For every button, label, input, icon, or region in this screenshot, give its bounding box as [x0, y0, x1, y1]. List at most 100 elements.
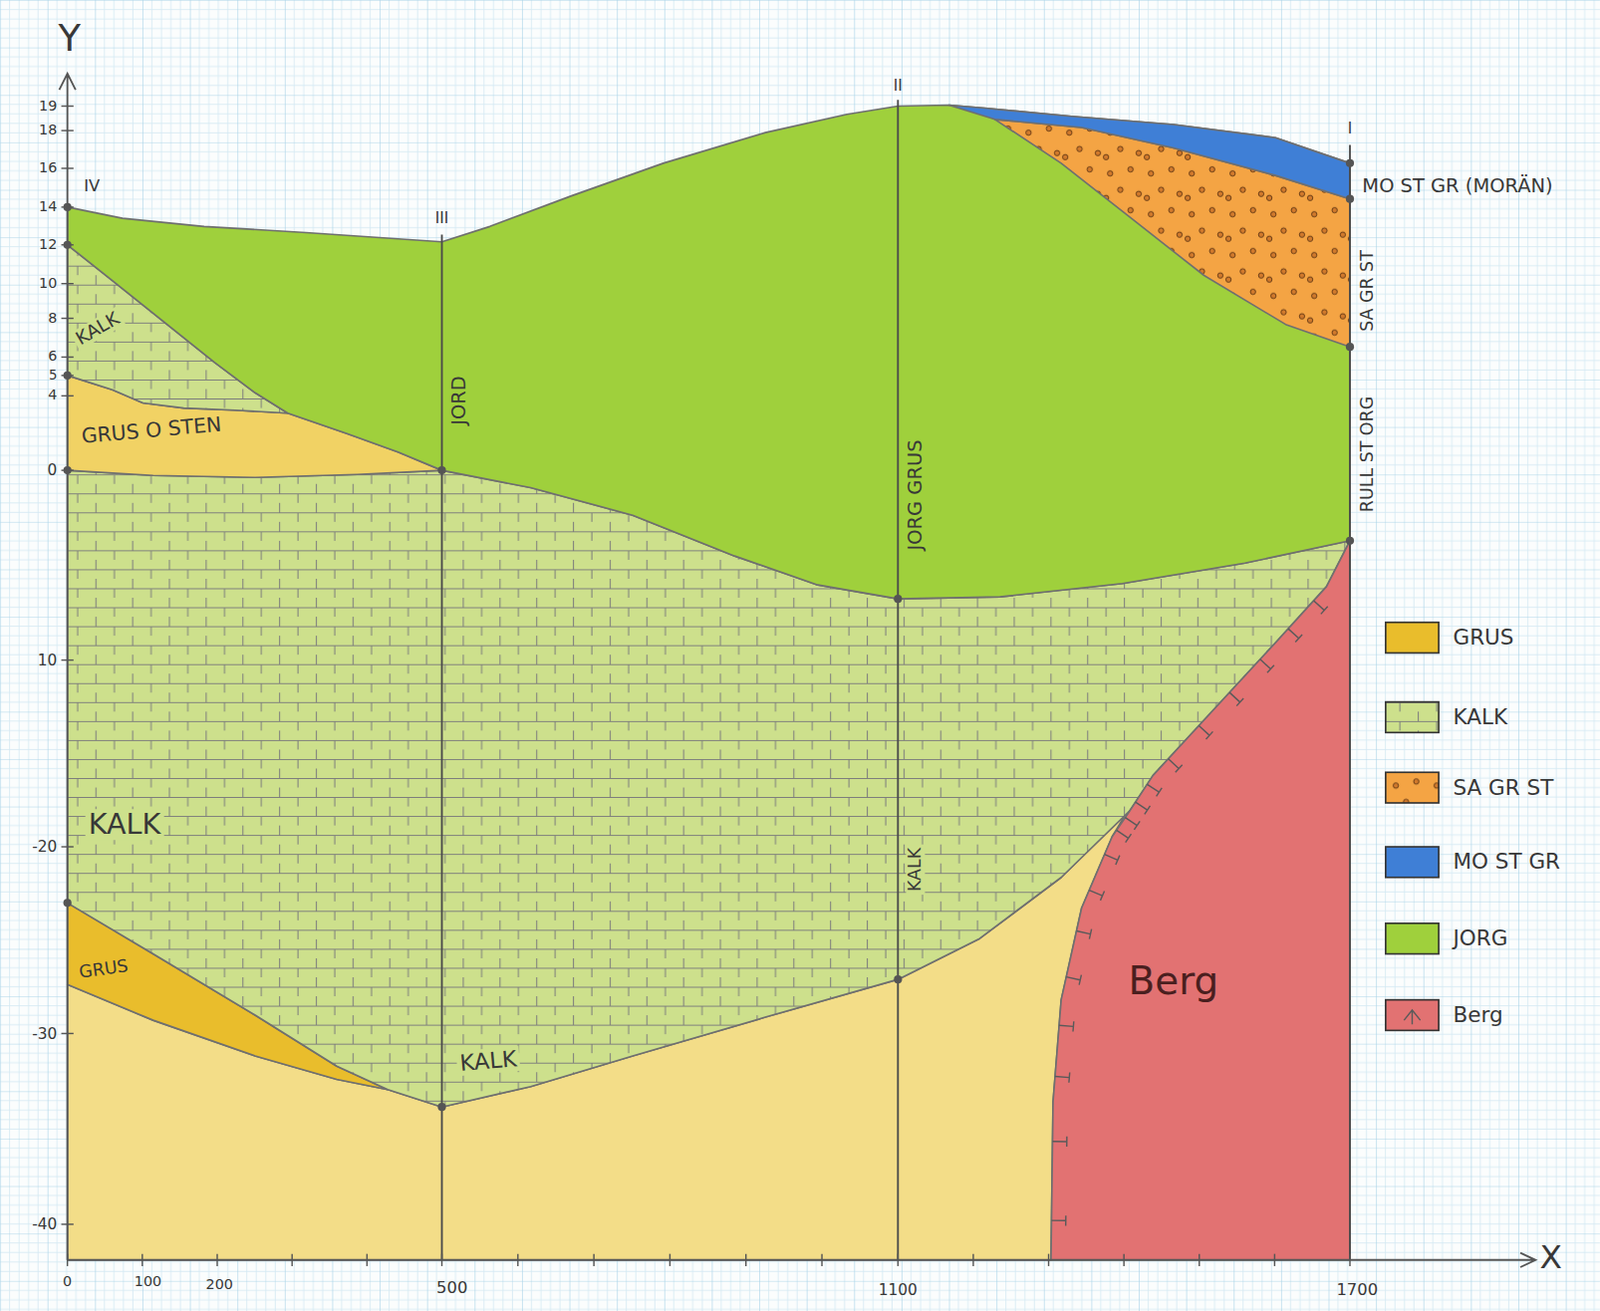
- contact-dot: [1345, 536, 1354, 545]
- bedrock-tick: [1052, 1136, 1067, 1147]
- x-axis: [67, 1253, 1537, 1268]
- y-value: 12: [38, 237, 57, 254]
- x-value: 200: [206, 1277, 234, 1294]
- x-tick: [745, 1254, 747, 1267]
- y-tick: [61, 659, 74, 661]
- bedrock-tick: [1055, 1071, 1070, 1082]
- legend-text: GRUS: [1453, 625, 1515, 650]
- y-value: 6: [47, 349, 57, 366]
- x-tick: [290, 1254, 292, 1267]
- y-value: 5: [48, 368, 57, 384]
- contact-dot: [1345, 195, 1354, 204]
- layer-label: Berg: [1128, 960, 1220, 1004]
- legend-text: JORG: [1453, 926, 1509, 951]
- bedrock-tick: [1198, 725, 1213, 739]
- bedrock-tick: [1146, 784, 1162, 797]
- y-tick: [61, 317, 74, 319]
- y-tick: [61, 105, 74, 107]
- legend-text: SA GR ST: [1453, 776, 1555, 800]
- moraine-layer: [949, 104, 1350, 199]
- x-value: 0: [62, 1275, 72, 1292]
- y-value: 19: [38, 98, 57, 115]
- y-tick: [61, 1223, 74, 1225]
- layer-label: RULL ST ORG: [1358, 396, 1378, 513]
- y-value: 16: [38, 160, 57, 177]
- layer-label: KALK: [905, 844, 925, 895]
- bedrock-tick: [1059, 1021, 1074, 1032]
- legend: [1385, 622, 1439, 1032]
- soil-layer: [67, 104, 1350, 599]
- y-tick: [61, 167, 74, 169]
- y-value: 8: [47, 310, 57, 327]
- bedrock-tick: [1124, 817, 1140, 830]
- contact-dot: [893, 594, 902, 603]
- bedrock-tick: [1076, 929, 1092, 940]
- x-tick: [1048, 1254, 1050, 1267]
- bedrock-tick: [1260, 659, 1275, 673]
- x-tick: [1198, 1254, 1200, 1267]
- legend-swatch: [1385, 1000, 1439, 1032]
- x-value: 1700: [1335, 1281, 1378, 1300]
- x-tick: [366, 1254, 368, 1267]
- y-value: 0: [47, 462, 58, 480]
- y-value: 4: [47, 388, 57, 405]
- contact-dot: [437, 1102, 446, 1111]
- x-value: 100: [134, 1275, 162, 1292]
- x-tick: [141, 1254, 143, 1267]
- axes: [58, 73, 1536, 1268]
- borehole-number: III: [435, 210, 450, 228]
- contact-dot: [1345, 342, 1354, 351]
- y-value: -30: [31, 1025, 57, 1043]
- borehole-line: [896, 99, 899, 1260]
- layer-label: KALK: [85, 808, 165, 841]
- y-tick: [61, 395, 74, 397]
- bedrock-tick: [1168, 759, 1183, 773]
- bedrock-tick: [1314, 600, 1329, 614]
- x-tick: [820, 1254, 822, 1267]
- bedrock-tick: [1051, 1215, 1066, 1226]
- legend-swatch: [1385, 923, 1439, 955]
- contact-dot: [437, 466, 446, 475]
- contact-dot: [63, 241, 72, 250]
- bedrock-tick: [1229, 692, 1244, 706]
- x-tick: [517, 1254, 519, 1267]
- axis-name: Y: [57, 18, 81, 60]
- legend-text: KALK: [1453, 705, 1509, 730]
- x-tick: [897, 1254, 899, 1267]
- borehole-number: I: [1347, 120, 1353, 138]
- bedrock-tick: [1116, 829, 1132, 842]
- y-tick: [61, 845, 74, 847]
- legend-swatch: [1385, 622, 1439, 654]
- bedrock-tick: [1288, 628, 1303, 642]
- bedrock-tick: [1135, 801, 1151, 814]
- contact-dot: [63, 203, 72, 212]
- contact-dot: [893, 975, 902, 984]
- axis-name: X: [1540, 1239, 1563, 1276]
- bedrock: [1051, 540, 1350, 1261]
- legend-swatch: [1385, 846, 1439, 878]
- legend-text: Berg: [1453, 1003, 1504, 1028]
- bedrock-ticks: [1051, 600, 1328, 1226]
- legend-text: MO ST GR: [1453, 850, 1562, 875]
- y-value: -40: [31, 1216, 57, 1234]
- y-value: 18: [38, 122, 57, 139]
- y-tick: [61, 1033, 74, 1035]
- x-tick: [441, 1254, 443, 1267]
- layer-label: JORD: [448, 375, 470, 426]
- x-value: 500: [436, 1279, 468, 1298]
- contact-dot: [63, 371, 72, 380]
- x-tick: [669, 1254, 671, 1267]
- x-tick: [216, 1254, 218, 1267]
- contact-dot: [63, 466, 72, 475]
- bedrock-tick: [1104, 854, 1120, 865]
- x-tick: [1122, 1254, 1124, 1267]
- y-tick: [61, 282, 74, 284]
- y-value: 14: [38, 199, 57, 216]
- y-value: 10: [37, 651, 58, 669]
- x-tick: [592, 1254, 594, 1267]
- bedrock-symbol: [1403, 1010, 1420, 1025]
- x-tick: [66, 1254, 68, 1267]
- y-tick: [61, 129, 74, 131]
- layer-label: MO ST GR (MORÄN): [1361, 176, 1553, 198]
